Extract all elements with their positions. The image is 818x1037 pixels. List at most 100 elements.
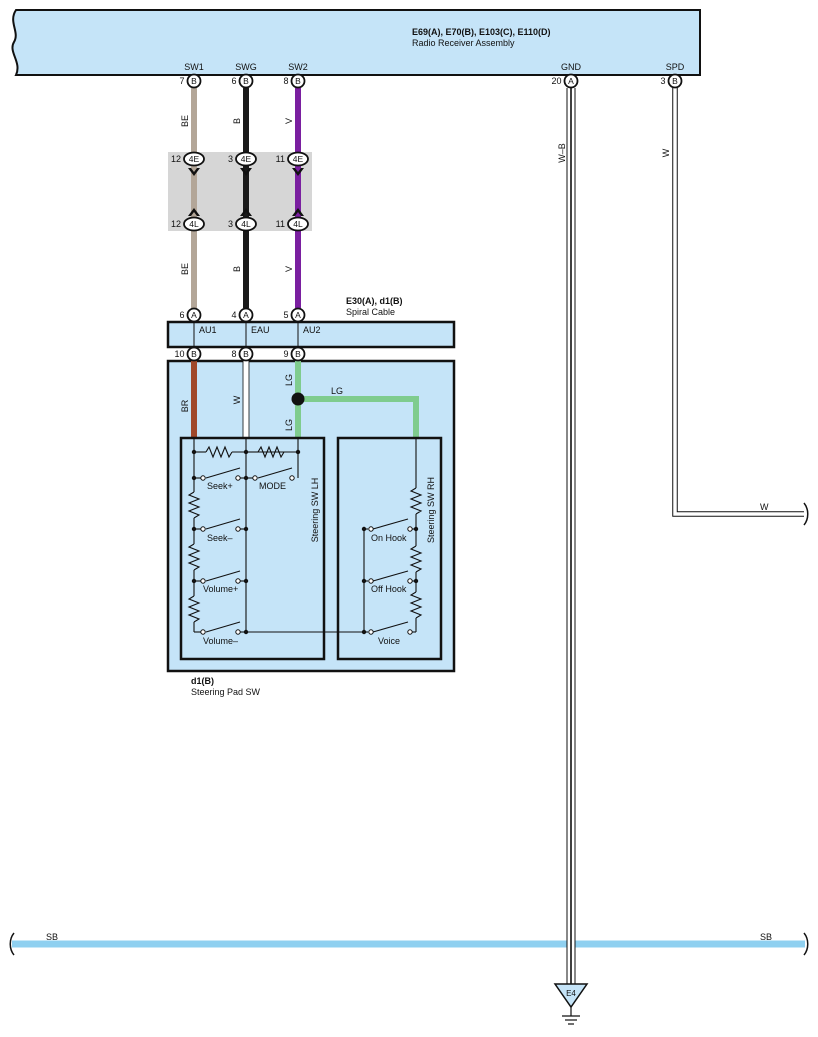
pin-spiral-bottom-1-connector: B: [243, 349, 249, 359]
wire-lg-2: [298, 396, 419, 437]
wire-label-br: BR: [180, 399, 190, 412]
switch-label-off-hook: Off Hook: [371, 584, 407, 594]
pin-sw2-number: 8: [283, 76, 288, 86]
pin-junction-bottom-0-number: 12: [171, 219, 181, 229]
pin-spd: B3: [660, 73, 683, 89]
wire-label-w-steering: W: [232, 395, 242, 404]
pin-junction-top-1-number: 3: [228, 154, 233, 164]
pin-junction-top-0-connector: 4E: [189, 154, 200, 164]
steering-sw-rh-box: [336, 436, 443, 661]
pin-spd-connector: B: [672, 76, 678, 86]
steering-pad-switch: BR W LG LG LG Steering SW LH Steering SW…: [166, 359, 456, 697]
wires-upper: [191, 88, 301, 152]
pin-spiral-top-2-number: 5: [283, 310, 288, 320]
pin-swg-number: 6: [231, 76, 236, 86]
steering-lh-nodes: [191, 449, 301, 635]
radio-receiver-assembly: E69(A), E70(B), E103(C), E110(D) Radio R…: [11, 9, 701, 76]
pin-junction-bottom-2: 4L 11: [276, 216, 309, 232]
switch-label-mode: MODE: [259, 481, 286, 491]
pin-junction-top-1-connector: 4E: [241, 154, 252, 164]
pin-sw2: B8: [283, 73, 306, 89]
wire-label-v-1: V: [284, 118, 294, 124]
wire-label-lg-3: LG: [331, 386, 343, 396]
radio-connector-codes: E69(A), E70(B), E103(C), E110(D): [412, 27, 551, 37]
pin-junction-bottom-1-number: 3: [228, 219, 233, 229]
wire-label-wb: W–B: [557, 143, 567, 163]
pin-junction-bottom-2-connector: 4L: [293, 219, 303, 229]
wire-label-lg-2: LG: [284, 419, 294, 431]
pin-sw1: B7: [179, 73, 202, 89]
pin-spd-number: 3: [660, 76, 665, 86]
terminal-label-sw2: SW2: [288, 62, 308, 72]
wire-label-b-2: B: [232, 266, 242, 272]
spiral-cable: E30(A), d1(B) Spiral Cable AU1 EAU AU2: [166, 296, 456, 349]
pin-spiral-bottom-2: B9: [283, 346, 306, 362]
pin-spiral-top-1-number: 4: [231, 310, 236, 320]
switch-label-seek-minus: Seek–: [207, 533, 233, 543]
switch-label-seek-plus: Seek+: [207, 481, 233, 491]
wire-labels: BE B V BE B V: [180, 115, 294, 275]
pin-junction-top-1: 4E 3: [228, 151, 257, 167]
ground-label: E4: [566, 989, 576, 998]
pin-junction-top-2-number: 11: [276, 154, 285, 164]
pin-gnd-connector: A: [568, 76, 574, 86]
steering-rh-nodes: [361, 526, 419, 635]
pin-spiral-bottom-0-connector: B: [191, 349, 197, 359]
spiral-cable-box: [166, 320, 456, 349]
spiral-name: Spiral Cable: [346, 307, 395, 317]
pin-spiral-top-1-connector: A: [243, 310, 249, 320]
pin-junction-bottom-1-connector: 4L: [241, 219, 251, 229]
wire-label-w-spd-horizontal: W: [760, 502, 769, 512]
pin-sw1-connector: B: [191, 76, 197, 86]
steering-rh-contacts: [368, 526, 413, 635]
spiral-label-au1: AU1: [199, 325, 217, 335]
pin-spiral-bottom-0-number: 10: [174, 349, 184, 359]
junction-connector-arrows: [188, 168, 304, 216]
terminal-label-spd: SPD: [666, 62, 685, 72]
radio-receiver-box: [11, 9, 701, 76]
spiral-connector-codes: E30(A), d1(B): [346, 296, 403, 306]
pin-spiral-top-2-connector: A: [295, 310, 301, 320]
splice-point: [291, 392, 305, 406]
steering-sw-lh-box: [179, 436, 326, 661]
pin-spiral-top-0-connector: A: [191, 310, 197, 320]
steering-connector-code: d1(B): [191, 676, 214, 686]
pin-spiral-top-2: A5: [283, 307, 306, 323]
pin-junction-bottom-2-number: 11: [276, 219, 285, 229]
pin-gnd-number: 20: [551, 76, 561, 86]
switch-label-volume-plus: Volume+: [203, 584, 238, 594]
pin-sw2-connector: B: [295, 76, 301, 86]
steering-sw-rh-label: Steering SW RH: [426, 477, 436, 543]
pin-junction-top-2: 4E 11: [276, 151, 309, 167]
terminal-label-swg: SWG: [235, 62, 257, 72]
wire-label-lg-1: LG: [284, 374, 294, 386]
steering-lh-contacts: [200, 475, 295, 635]
switch-label-voice: Voice: [378, 636, 400, 646]
pin-spiral-bottom-1-number: 8: [231, 349, 236, 359]
pin-gnd: A 20: [551, 73, 579, 89]
pin-spiral-bottom-2-connector: B: [295, 349, 301, 359]
wire-label-be-2: BE: [180, 263, 190, 275]
wire-label-be-1: BE: [180, 115, 190, 127]
pin-spiral-top-1: A4: [231, 307, 254, 323]
pin-junction-top-2-connector: 4E: [293, 154, 304, 164]
pin-swg-connector: B: [243, 76, 249, 86]
pin-junction-bottom-1: 4L 3: [228, 216, 257, 232]
sb-bus: SB SB: [9, 932, 809, 956]
wire-label-b-1: B: [232, 118, 242, 124]
wire-label-sb-left: SB: [46, 932, 58, 942]
wires-middle: [191, 231, 301, 308]
gnd-wire: W–B: [557, 88, 576, 984]
steering-name: Steering Pad SW: [191, 687, 261, 697]
pin-spiral-bottom-0: B 10: [174, 346, 202, 362]
terminal-label-gnd: GND: [561, 62, 582, 72]
radio-name: Radio Receiver Assembly: [412, 38, 515, 48]
wire-label-sb-right: SB: [760, 932, 772, 942]
spiral-label-eau: EAU: [251, 325, 270, 335]
switch-label-on-hook: On Hook: [371, 533, 407, 543]
spiral-label-au2: AU2: [303, 325, 321, 335]
